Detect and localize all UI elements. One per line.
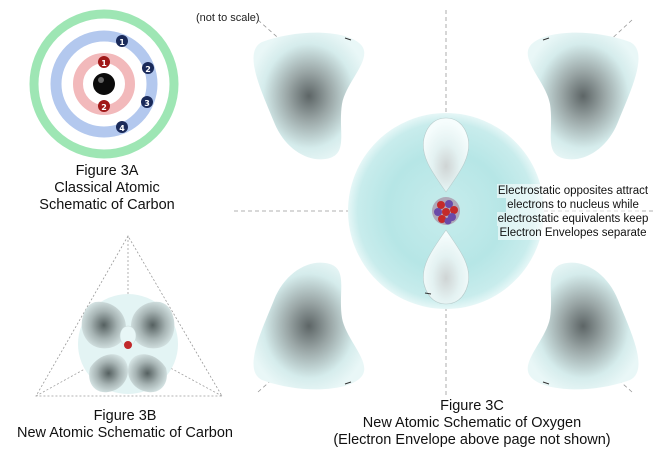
figure-3a-line1: Classical Atomic — [54, 180, 160, 196]
electron-outer-3: 3 — [141, 96, 153, 108]
figure-3b-carbon — [35, 235, 223, 397]
electron-mark — [542, 381, 550, 385]
nucleus — [93, 73, 115, 95]
electron-mark — [344, 381, 352, 385]
electron-envelope-lobe — [527, 262, 639, 390]
annotation-line: electrostatic equivalents keep — [496, 212, 650, 226]
electron-label: 1 — [101, 59, 107, 68]
electron-label: 2 — [145, 65, 151, 74]
scale-note: (not to scale) — [196, 12, 260, 24]
electron-label: 3 — [144, 99, 150, 108]
electron-envelope-lobe — [253, 32, 365, 160]
electron-outer-4: 4 — [116, 121, 128, 133]
electron-outer-1: 1 — [116, 35, 128, 47]
figure-3a-line2: Schematic of Carbon — [39, 197, 175, 213]
outer-orbit-ring — [29, 9, 179, 159]
figure-3c-line1: New Atomic Schematic of Oxygen — [362, 415, 582, 431]
electron-mark — [344, 37, 352, 41]
figure-3b-line1: New Atomic Schematic of Carbon — [17, 425, 233, 441]
electron-envelope-lobe — [527, 32, 639, 160]
electron-inner-1: 1 — [98, 56, 110, 68]
electron-envelope-lobe — [253, 262, 365, 390]
electron-outer-2: 2 — [142, 62, 154, 74]
oxygen-nucleus — [432, 197, 460, 225]
figure-3a-atom: 1 2 1 2 3 4 — [29, 9, 179, 159]
annotation-line: electrons to nucleus while — [506, 198, 640, 212]
carbon-lobe — [128, 354, 167, 393]
figure-3b-caption: Figure 3B New Atomic Schematic of Carbon — [0, 408, 250, 442]
figure-3a-title: Figure 3A — [75, 163, 139, 179]
polar-lobe-bottom — [422, 229, 470, 305]
tetrahedron-edge — [35, 344, 129, 397]
electron-mark — [424, 292, 432, 295]
figure-3c-oxygen — [234, 10, 655, 398]
figure-3c-caption: Figure 3C New Atomic Schematic of Oxygen… — [322, 398, 622, 449]
carbon-nucleus — [124, 341, 132, 349]
nucleus-highlight — [98, 77, 104, 83]
figure-3c-line2: (Electron Envelope above page not shown) — [333, 432, 611, 448]
electron-label: 2 — [101, 103, 107, 112]
annotation-text: Electrostatic opposites attract electron… — [484, 184, 662, 240]
electron-mark — [542, 37, 550, 41]
figure-3a-caption: Figure 3A Classical Atomic Schematic of … — [22, 163, 192, 214]
carbon-lobe — [89, 354, 128, 393]
annotation-line: Electron Envelopes separate — [498, 226, 648, 240]
electron-label: 4 — [119, 124, 125, 133]
annotation-line: Electrostatic opposites attract — [496, 184, 650, 198]
figure-3c-title: Figure 3C — [440, 398, 504, 414]
electron-inner-2: 2 — [98, 100, 110, 112]
figure-3b-title: Figure 3B — [93, 408, 157, 424]
carbon-lobe — [130, 301, 175, 349]
tetrahedron-outline — [35, 235, 223, 397]
polar-lobe-top — [422, 117, 470, 193]
middle-orbit-ring — [50, 30, 158, 138]
electron-label: 1 — [119, 38, 125, 47]
carbon-lobe — [81, 301, 126, 349]
